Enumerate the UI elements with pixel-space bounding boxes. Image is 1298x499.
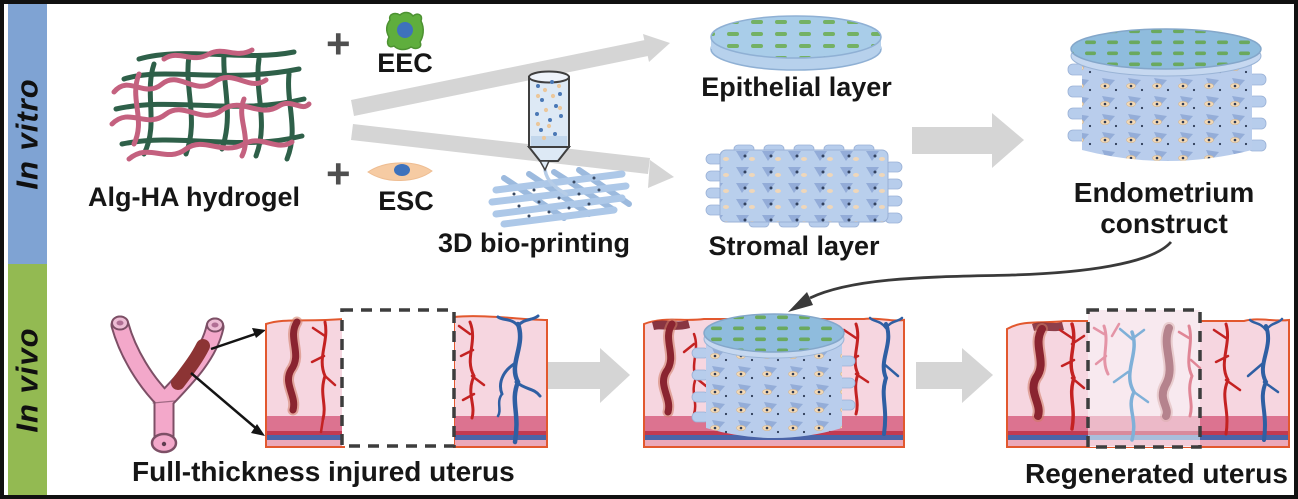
- injured-tissue-icon: [265, 308, 548, 448]
- arrow-layers-to-construct: [912, 113, 1024, 168]
- esc-label: ESC: [378, 186, 434, 216]
- diagram-artwork: [109, 11, 1290, 454]
- regenerated-uterus-label: Regenerated uterus: [1025, 458, 1288, 489]
- plus-sign-eec: +: [326, 20, 351, 67]
- arrow-injured-to-implanted: [548, 348, 630, 403]
- epithelial-disc-icon: [710, 15, 882, 71]
- construct-label-line2: construct: [1100, 208, 1228, 240]
- implant-curved-arrow: [788, 241, 1173, 312]
- arrow-implanted-to-regenerated: [916, 348, 993, 403]
- arrow-eec-to-epithelial: [351, 34, 670, 116]
- bioprinter-syringe-icon: [526, 70, 572, 172]
- injured-uterus-label: Full-thickness injured uterus: [132, 456, 515, 487]
- implanted-tissue-icon: [643, 313, 905, 448]
- stromal-layer-label: Stromal layer: [708, 231, 880, 261]
- implanted-construct-icon: [691, 313, 856, 438]
- plus-sign-esc: +: [326, 150, 351, 197]
- endometrium-construct-label: Endometrium construct: [1049, 177, 1279, 240]
- esc-cell-icon: [367, 162, 433, 181]
- eec-label: EEC: [377, 48, 433, 78]
- uterus-pointer-arrows: [190, 328, 266, 436]
- epithelial-layer-label: Epithelial layer: [701, 72, 892, 102]
- stromal-cube-icon: [705, 144, 903, 228]
- in-vivo-section-bar: In vivo: [8, 264, 47, 495]
- regenerated-dashed-box: [1086, 308, 1202, 449]
- endometrium-construct-icon: [1067, 28, 1267, 161]
- hydrogel-label: Alg-HA hydrogel: [88, 182, 300, 212]
- uterus-icon: [110, 315, 225, 454]
- hydrogel-network-icon: [109, 47, 312, 162]
- arrow-esc-to-stromal: [351, 124, 674, 188]
- construct-label-line1: Endometrium: [1073, 177, 1255, 208]
- eec-cell-icon: [386, 11, 424, 51]
- defect-dashed-box: [340, 308, 456, 448]
- regenerated-tissue-icon: [1006, 308, 1290, 449]
- tissue-bands: [267, 416, 546, 446]
- injury-segment: [171, 339, 210, 390]
- printed-lattice-icon: [488, 167, 632, 228]
- in-vitro-section-bar: In vitro: [8, 4, 47, 264]
- bioprinting-label: 3D bio-printing: [438, 228, 630, 258]
